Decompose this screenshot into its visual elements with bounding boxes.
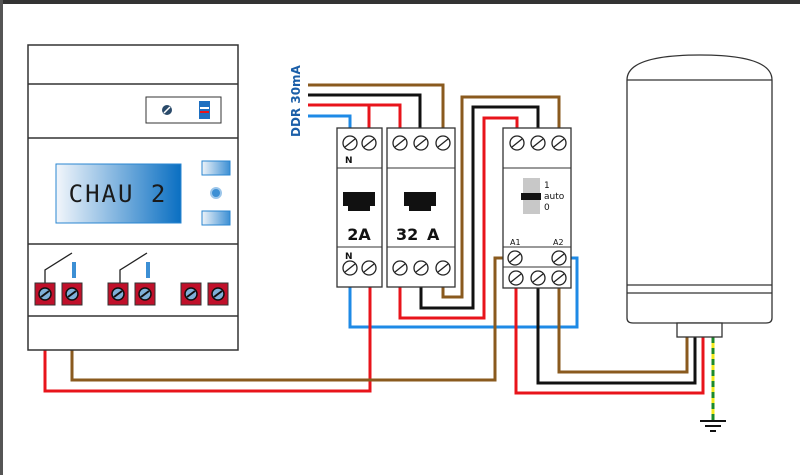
selector-icon[interactable] — [199, 101, 210, 119]
controller-to-a1-wire — [70, 256, 515, 382]
supply-label: DDR 30mA — [289, 64, 303, 137]
adjust-screw-icon[interactable] — [162, 105, 172, 115]
ground-icon — [700, 420, 726, 432]
relay-2-switch-icon — [119, 252, 148, 283]
terminal-2[interactable] — [61, 282, 83, 306]
down-button[interactable] — [201, 210, 231, 226]
up-button[interactable] — [201, 160, 231, 176]
relay-2-contact-icon — [146, 262, 150, 278]
black-to-heater-wire — [536, 288, 697, 385]
wires — [43, 83, 715, 420]
ok-button[interactable] — [210, 187, 222, 199]
lcd-text: CHAU 2 — [69, 180, 168, 208]
brown-32a-to-contactor-wire — [441, 95, 561, 299]
terminal-3[interactable] — [107, 282, 129, 306]
controller-device: CHAU 2 — [27, 44, 239, 351]
frame-left — [0, 0, 3, 475]
relay-1-contact-icon — [72, 262, 76, 278]
neutral-bottom-label: N — [345, 252, 353, 262]
terminal-4[interactable] — [134, 282, 156, 306]
lcd-display — [55, 163, 182, 224]
heater-terminal-box — [676, 322, 723, 338]
switch-pos-1: 1 — [544, 181, 550, 191]
neutral-to-a2-wire — [348, 256, 579, 329]
breaker-2a: N N 2A — [336, 127, 383, 288]
breaker-toggle-icon[interactable] — [404, 192, 436, 211]
contactor: 1 auto 0 A1 A2 — [502, 127, 572, 289]
coil-a1-label: A1 — [510, 238, 521, 247]
relay-1-switch-icon — [44, 252, 73, 283]
switch-pos-0: 0 — [544, 203, 550, 213]
water-heater — [626, 54, 773, 338]
supply-red-wire — [308, 103, 402, 130]
mode-switch-lever[interactable] — [521, 193, 541, 200]
brown-to-heater-wire — [557, 288, 689, 374]
red-to-heater-wire — [514, 288, 705, 395]
switch-pos-auto: auto — [544, 192, 565, 202]
red-32a-to-contactor-wire — [398, 116, 519, 320]
frame-top — [0, 0, 800, 4]
coil-a2-label: A2 — [553, 238, 564, 247]
terminal-6[interactable] — [207, 282, 229, 306]
terminal-5[interactable] — [180, 282, 202, 306]
breaker-toggle-icon[interactable] — [343, 192, 375, 211]
breaker-32a-rating-number: 32 — [396, 225, 418, 244]
black-32a-to-contactor-wire — [419, 105, 540, 310]
neutral-top-label: N — [345, 156, 353, 166]
terminal-1[interactable] — [34, 282, 56, 306]
breaker-32a: 32 A — [386, 127, 456, 288]
supply-brown-wire — [308, 83, 445, 130]
breaker-2a-rating: 2A — [347, 225, 371, 244]
breaker-32a-rating-unit: A — [427, 225, 440, 244]
supply-black-wire — [308, 93, 422, 130]
supply-blue-wire — [308, 114, 352, 130]
